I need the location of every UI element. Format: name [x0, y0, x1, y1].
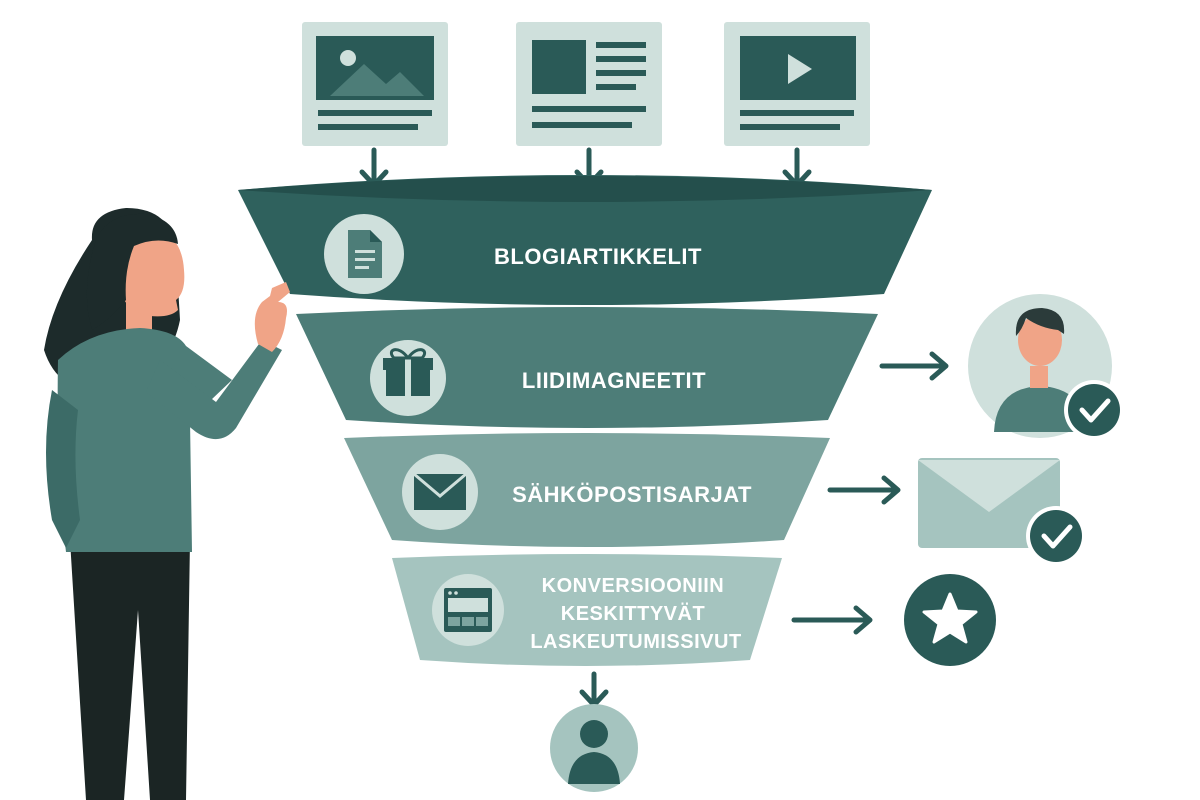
article-post-icon: [532, 40, 646, 94]
star-icon: [922, 592, 978, 644]
outcome-bottom-user: [550, 704, 638, 792]
content-card-image: [302, 22, 448, 146]
email-approved-icon: [918, 458, 1060, 548]
landing-page-icon: [444, 588, 492, 632]
funnel-tier-2: LIIDIMAGNEETIT: [296, 307, 878, 428]
outcome-user-approved: [968, 294, 1124, 440]
arrow-to-email: [827, 475, 901, 505]
check-badge-user: [1064, 380, 1124, 440]
content-card-video: [724, 22, 870, 146]
user-icon: [568, 720, 620, 784]
tier-3-label: SÄHKÖPOSTISARJAT: [512, 482, 752, 507]
arrow-to-bottom-user: [579, 671, 609, 708]
gift-icon: [383, 348, 433, 396]
user-approved-icon: [994, 308, 1088, 432]
arrow-to-star: [791, 605, 873, 635]
funnel-tier-3: SÄHKÖPOSTISARJAT: [344, 433, 830, 547]
document-icon: [348, 230, 382, 278]
envelope-icon: [413, 472, 467, 510]
presenter-person-illustration: [44, 208, 290, 800]
tier-2-label: LIIDIMAGNEETIT: [522, 368, 706, 393]
tier-1-label: BLOGIARTIKKELIT: [494, 244, 702, 269]
funnel-tier-4: KONVERSIOONIIN KESKITTYVÄT LASKEUTUMISSI…: [392, 554, 782, 666]
image-post-icon: [316, 36, 434, 100]
outcome-star: [904, 574, 996, 666]
tier-4-label-line-2: KESKITTYVÄT: [561, 602, 705, 625]
funnel-tier-1: BLOGIARTIKKELIT: [238, 175, 932, 305]
video-post-icon: [740, 36, 856, 100]
content-card-article: [516, 22, 662, 146]
card-arrow-3: [782, 147, 812, 188]
outcome-email-approved: [918, 458, 1086, 566]
card-arrow-1: [359, 147, 389, 188]
tier-4-label-line-1: KONVERSIOONIIN: [542, 575, 725, 597]
check-badge-email: [1026, 506, 1086, 566]
tier-4-label-line-3: LASKEUTUMISSIVUT: [530, 631, 741, 653]
tier-4-label: KONVERSIOONIIN KESKITTYVÄT LASKEUTUMISSI…: [530, 575, 741, 653]
arrow-to-user: [879, 351, 949, 381]
